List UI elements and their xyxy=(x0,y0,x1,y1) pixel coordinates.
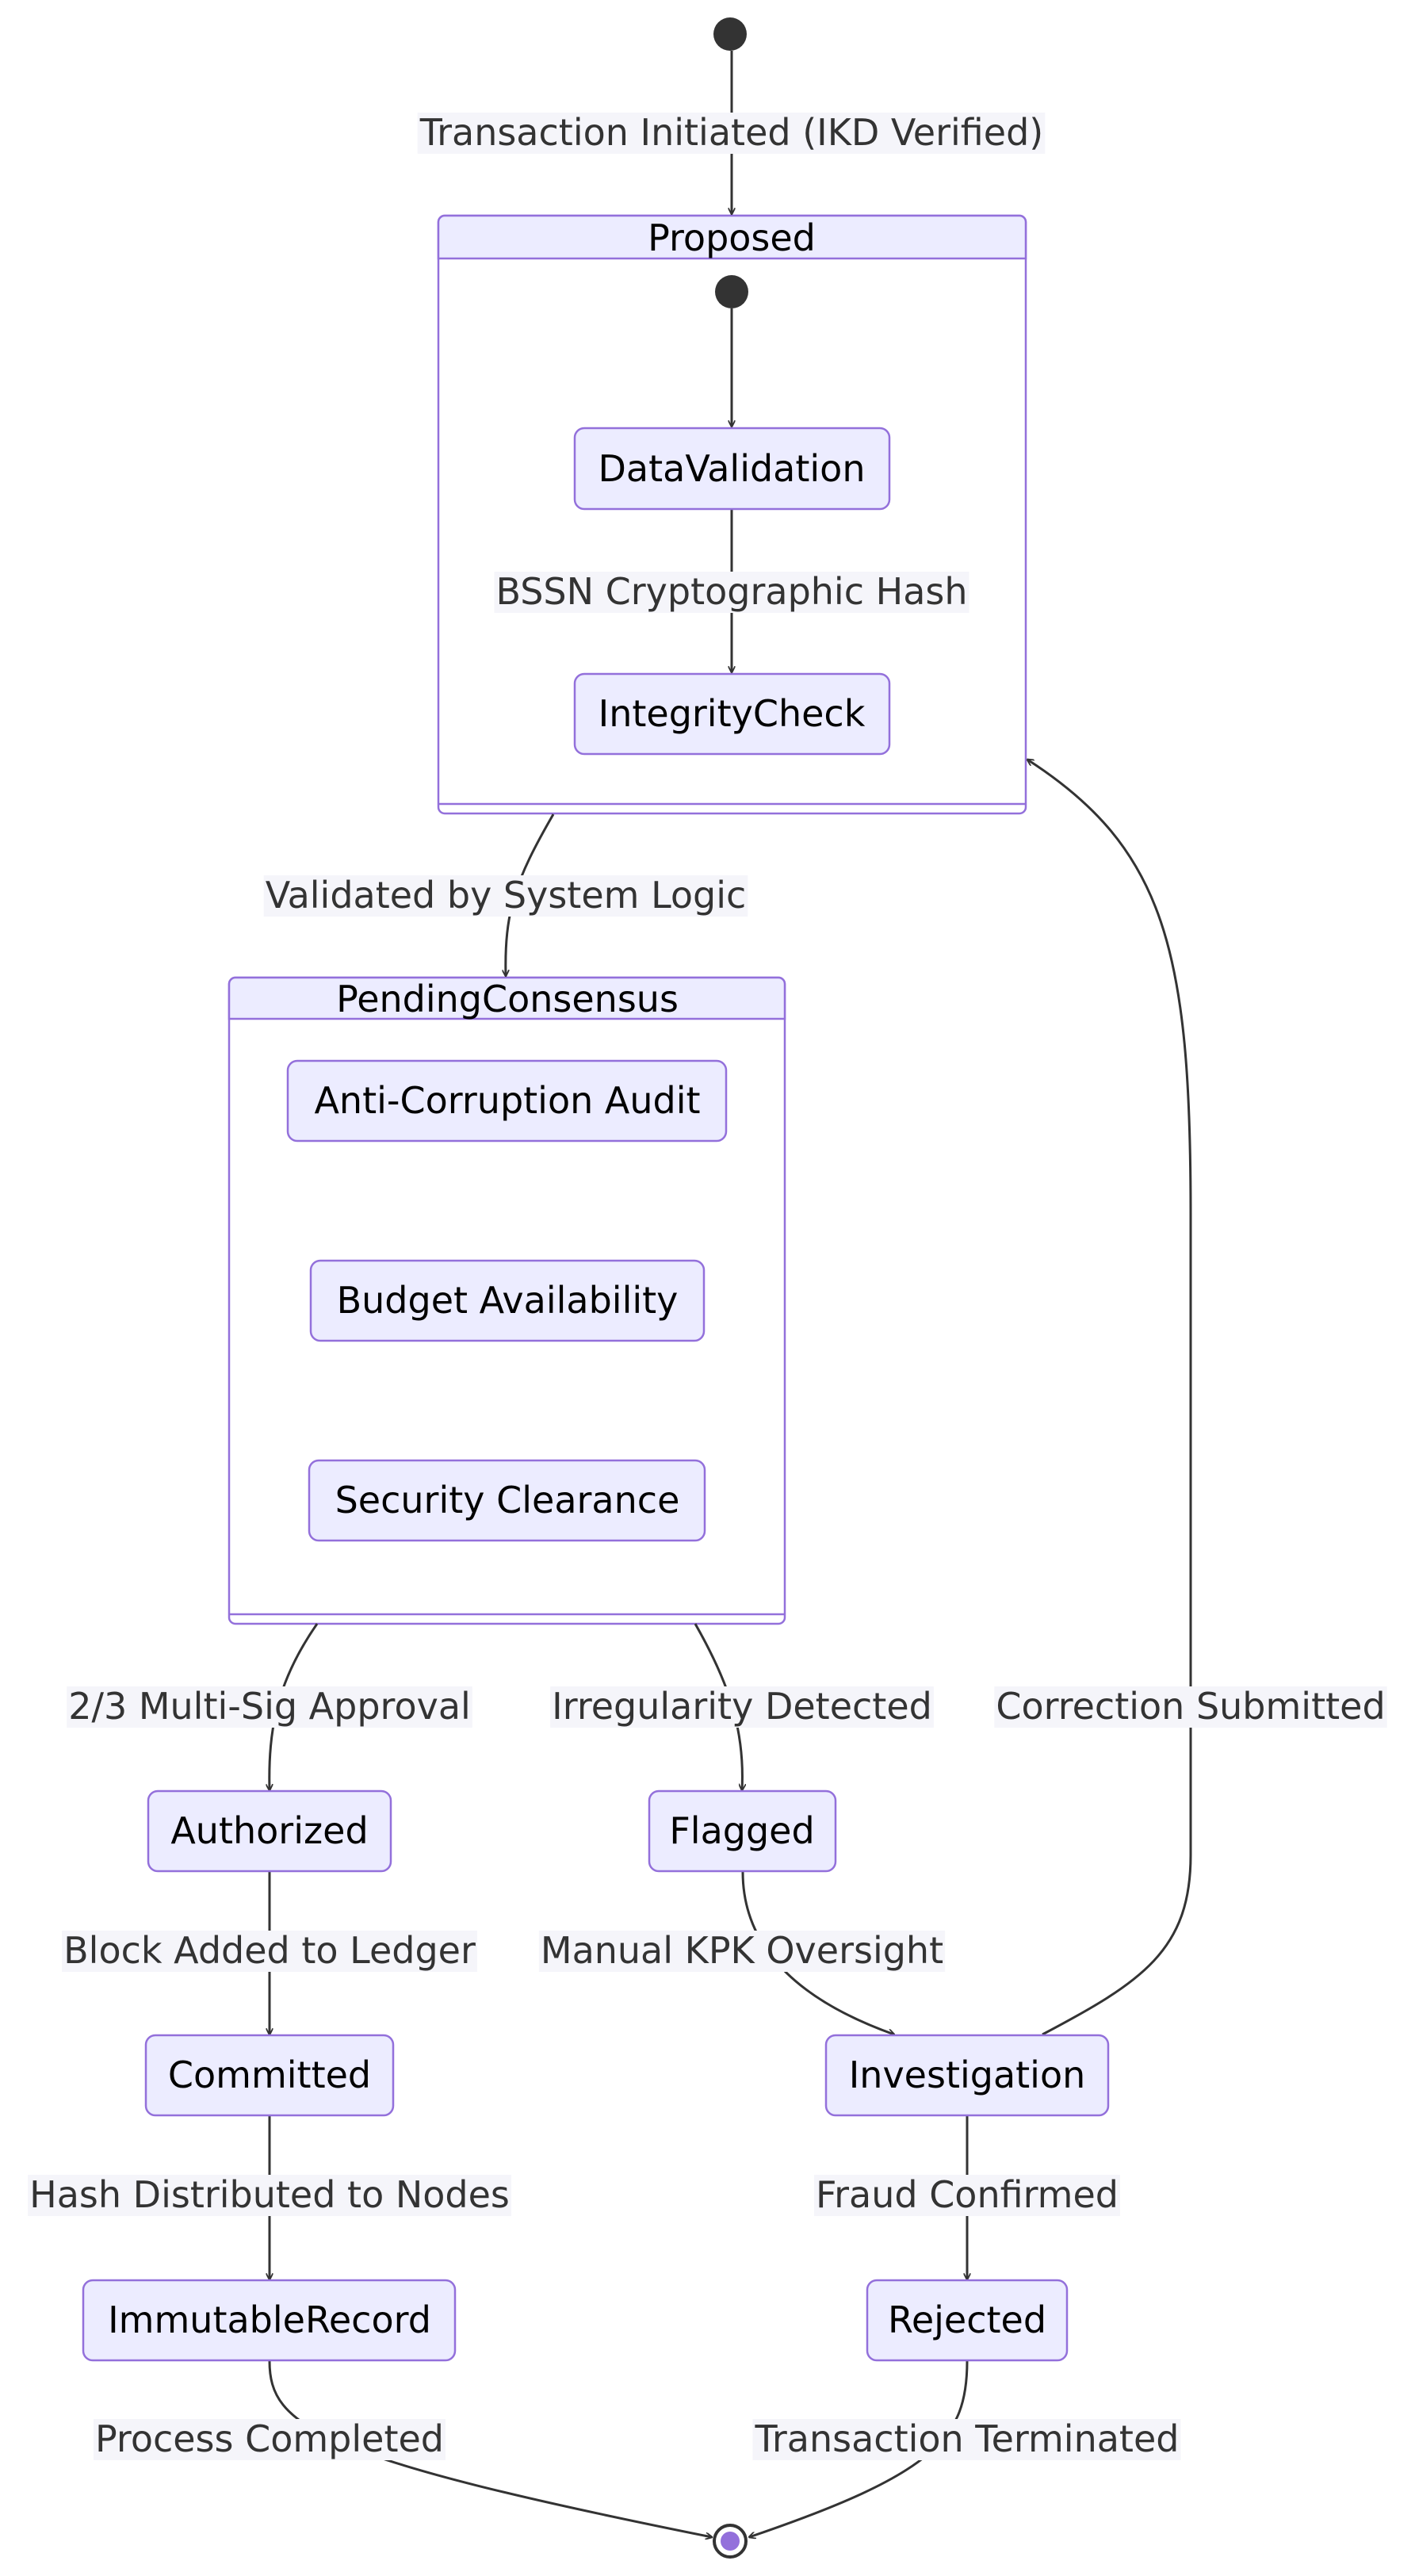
svg-text:Security Clearance: Security Clearance xyxy=(335,1479,680,1521)
edge-label-background xyxy=(994,1686,1387,1728)
edge-label-background xyxy=(538,1931,946,1972)
state-immutable-record: ImmutableRecord xyxy=(82,2279,457,2362)
svg-text:Committed: Committed xyxy=(168,2054,371,2096)
state-committed: Committed xyxy=(144,2034,395,2117)
edge-label-background xyxy=(417,113,1046,154)
edge-labels: Transaction Initiated (IKD Verified) BSS… xyxy=(28,111,1387,2460)
state-security-clearance: Security Clearance xyxy=(308,1459,706,1542)
svg-text:Investigation: Investigation xyxy=(849,2054,1086,2096)
state-flagged: Flagged xyxy=(648,1789,837,1873)
edge-correction xyxy=(1027,760,1192,2036)
label-irregularity: Irregularity Detected xyxy=(552,1685,932,1728)
state-budget-availability: Budget Availability xyxy=(309,1259,706,1342)
edge-label-background xyxy=(28,2175,511,2216)
svg-text:Budget Availability: Budget Availability xyxy=(337,1279,679,1322)
edge-label-background xyxy=(67,1686,472,1728)
svg-text:DataValidation: DataValidation xyxy=(599,447,866,490)
label-multisig: 2/3 Multi-Sig Approval xyxy=(68,1685,471,1728)
label-initiated: Transaction Initiated (IKD Verified) xyxy=(419,111,1043,154)
svg-text:ImmutableRecord: ImmutableRecord xyxy=(108,2298,431,2341)
svg-text:Flagged: Flagged xyxy=(669,1809,814,1852)
state-data-validation: DataValidation xyxy=(573,427,891,511)
edge-label-background xyxy=(494,572,969,613)
label-terminated: Transaction Terminated xyxy=(755,2417,1180,2460)
label-bssn: BSSN Cryptographic Hash xyxy=(495,570,967,613)
edge-label-background xyxy=(814,2175,1120,2216)
label-block-added: Block Added to Ledger xyxy=(63,1929,476,1972)
start-node xyxy=(713,17,747,51)
composite-proposed-title: Proposed xyxy=(648,216,816,259)
svg-text:Anti-Corruption Audit: Anti-Corruption Audit xyxy=(314,1079,700,1122)
label-manual-kpk: Manual KPK Oversight xyxy=(541,1929,943,1972)
edge-label-background xyxy=(62,1931,477,1972)
state-rejected: Rejected xyxy=(866,2279,1069,2362)
label-fraud: Fraud Confirmed xyxy=(816,2173,1119,2216)
proposed-start-node xyxy=(715,275,748,308)
state-authorized: Authorized xyxy=(147,1789,392,1873)
edge-label-background xyxy=(550,1686,934,1728)
svg-text:Rejected: Rejected xyxy=(888,2298,1046,2341)
edge-label-background xyxy=(263,875,748,917)
label-hash-distributed: Hash Distributed to Nodes xyxy=(29,2173,510,2216)
edge-label-background xyxy=(93,2419,446,2460)
edge-label-background xyxy=(752,2419,1181,2460)
state-integrity-check: IntegrityCheck xyxy=(573,672,891,756)
state-investigation: Investigation xyxy=(824,2034,1110,2117)
svg-text:Authorized: Authorized xyxy=(170,1809,368,1852)
label-correction: Correction Submitted xyxy=(996,1685,1385,1728)
end-node xyxy=(713,2524,748,2559)
label-process-completed: Process Completed xyxy=(95,2417,444,2460)
state-anti-corruption-audit: Anti-Corruption Audit xyxy=(286,1059,728,1143)
label-validated: Validated by System Logic xyxy=(266,874,747,917)
svg-text:IntegrityCheck: IntegrityCheck xyxy=(599,692,866,735)
composite-pending-consensus-title: PendingConsensus xyxy=(336,978,679,1020)
